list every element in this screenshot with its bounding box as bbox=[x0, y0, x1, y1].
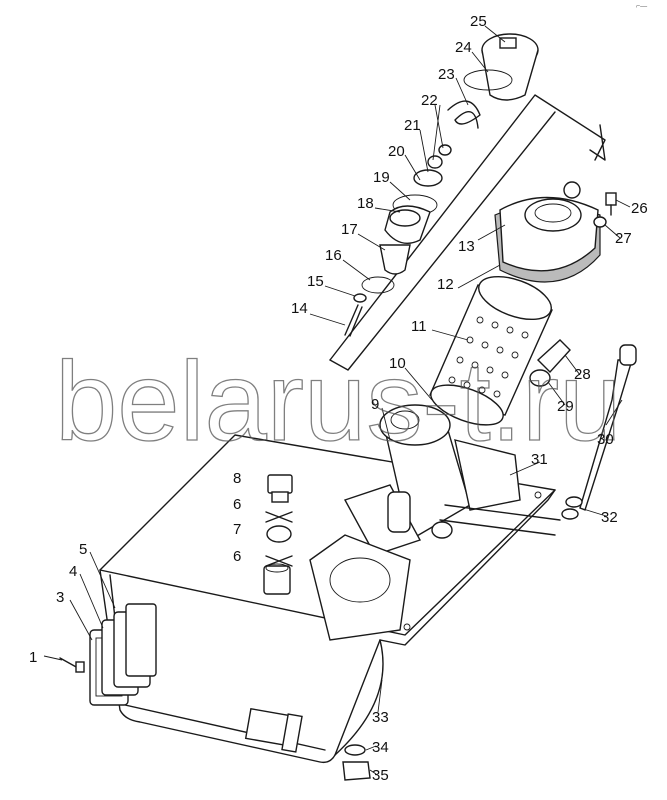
corner-mark: ⌐— bbox=[636, 3, 647, 10]
callout-7: 7 bbox=[233, 521, 241, 538]
callout-17: 17 bbox=[341, 221, 358, 238]
callout-30: 30 bbox=[597, 431, 614, 448]
filter-housing bbox=[309, 404, 561, 641]
callout-33: 33 bbox=[372, 709, 389, 726]
callout-24: 24 bbox=[455, 39, 472, 56]
relief-valve-assembly bbox=[329, 33, 606, 371]
callout-26: 26 bbox=[631, 200, 648, 217]
callout-23: 23 bbox=[438, 66, 455, 83]
callout-12: 12 bbox=[437, 276, 454, 293]
callout-16: 16 bbox=[325, 247, 342, 264]
callout-19: 19 bbox=[373, 169, 390, 186]
callout-14: 14 bbox=[291, 300, 308, 317]
callout-20: 20 bbox=[388, 143, 405, 160]
callout-29: 29 bbox=[557, 398, 574, 415]
drain-plug bbox=[342, 744, 371, 781]
leader-lines bbox=[43, 25, 631, 775]
callout-25: 25 bbox=[470, 13, 487, 30]
side-flange-plates bbox=[59, 603, 157, 706]
filter-element bbox=[429, 275, 553, 426]
filler-plug-parts bbox=[263, 474, 293, 595]
callout-21: 21 bbox=[404, 117, 421, 134]
callout-11: 11 bbox=[411, 318, 427, 335]
callout-8: 8 bbox=[233, 470, 241, 487]
callout-10: 10 bbox=[389, 355, 406, 372]
fittings-and-dipstick bbox=[529, 192, 637, 520]
callout-3: 3 bbox=[56, 589, 64, 606]
callout-6-upper: 6 bbox=[233, 496, 241, 513]
callout-28: 28 bbox=[574, 366, 591, 383]
callout-35: 35 bbox=[372, 767, 389, 784]
callout-labels: 25 24 23 22 21 20 19 18 17 16 15 14 13 1… bbox=[29, 13, 648, 784]
callout-15: 15 bbox=[307, 273, 324, 290]
callout-4: 4 bbox=[69, 563, 77, 580]
callout-22: 22 bbox=[421, 92, 438, 109]
filter-cover bbox=[494, 181, 601, 283]
callout-6-lower: 6 bbox=[233, 548, 241, 565]
callout-5: 5 bbox=[79, 541, 87, 558]
callout-1: 1 bbox=[29, 649, 37, 666]
callout-9: 9 bbox=[371, 396, 379, 413]
callout-18: 18 bbox=[357, 195, 374, 212]
watermark-text: belarus-t.ru bbox=[55, 339, 621, 464]
callout-27: 27 bbox=[615, 230, 632, 247]
callout-13: 13 bbox=[458, 238, 475, 255]
callout-31: 31 bbox=[531, 451, 548, 468]
callout-34: 34 bbox=[372, 739, 389, 756]
callout-32: 32 bbox=[601, 509, 618, 526]
